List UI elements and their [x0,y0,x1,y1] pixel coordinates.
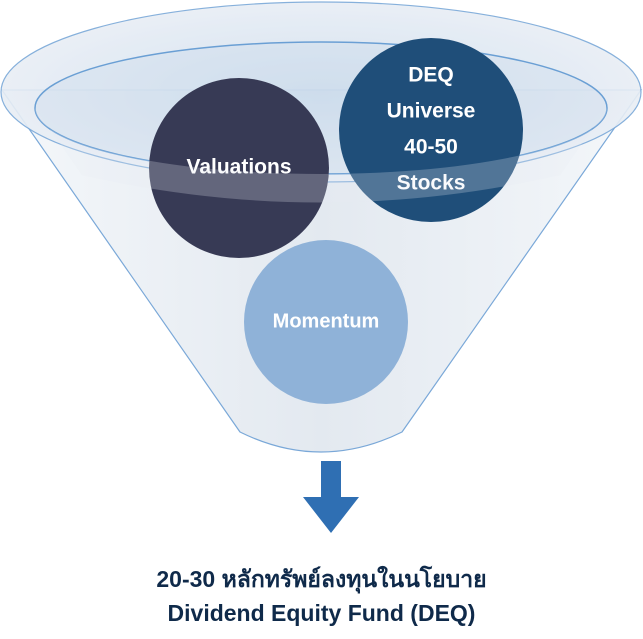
circle-label-momentum-0: Momentum [273,310,380,332]
circle-momentum [244,240,408,404]
circle-valuations [149,78,329,258]
circle-label-deq-universe-0: DEQ [408,64,454,87]
output-caption-fund-name: Dividend Equity Fund (DEQ) [167,600,476,626]
circle-label-deq-universe-1: Universe [387,100,476,123]
funnel-glass-overlay [35,108,607,203]
circle-deq-universe [339,38,523,222]
output-caption-thai: 20-30 หลักทรัพย์ลงทุนในนโยบาย [156,566,487,592]
circle-label-valuations-0: Valuations [186,156,291,179]
circle-label-deq-universe-3: Stocks [397,172,466,195]
down-arrow-icon [303,461,359,533]
circle-label-deq-universe-2: 40-50 [404,136,458,159]
